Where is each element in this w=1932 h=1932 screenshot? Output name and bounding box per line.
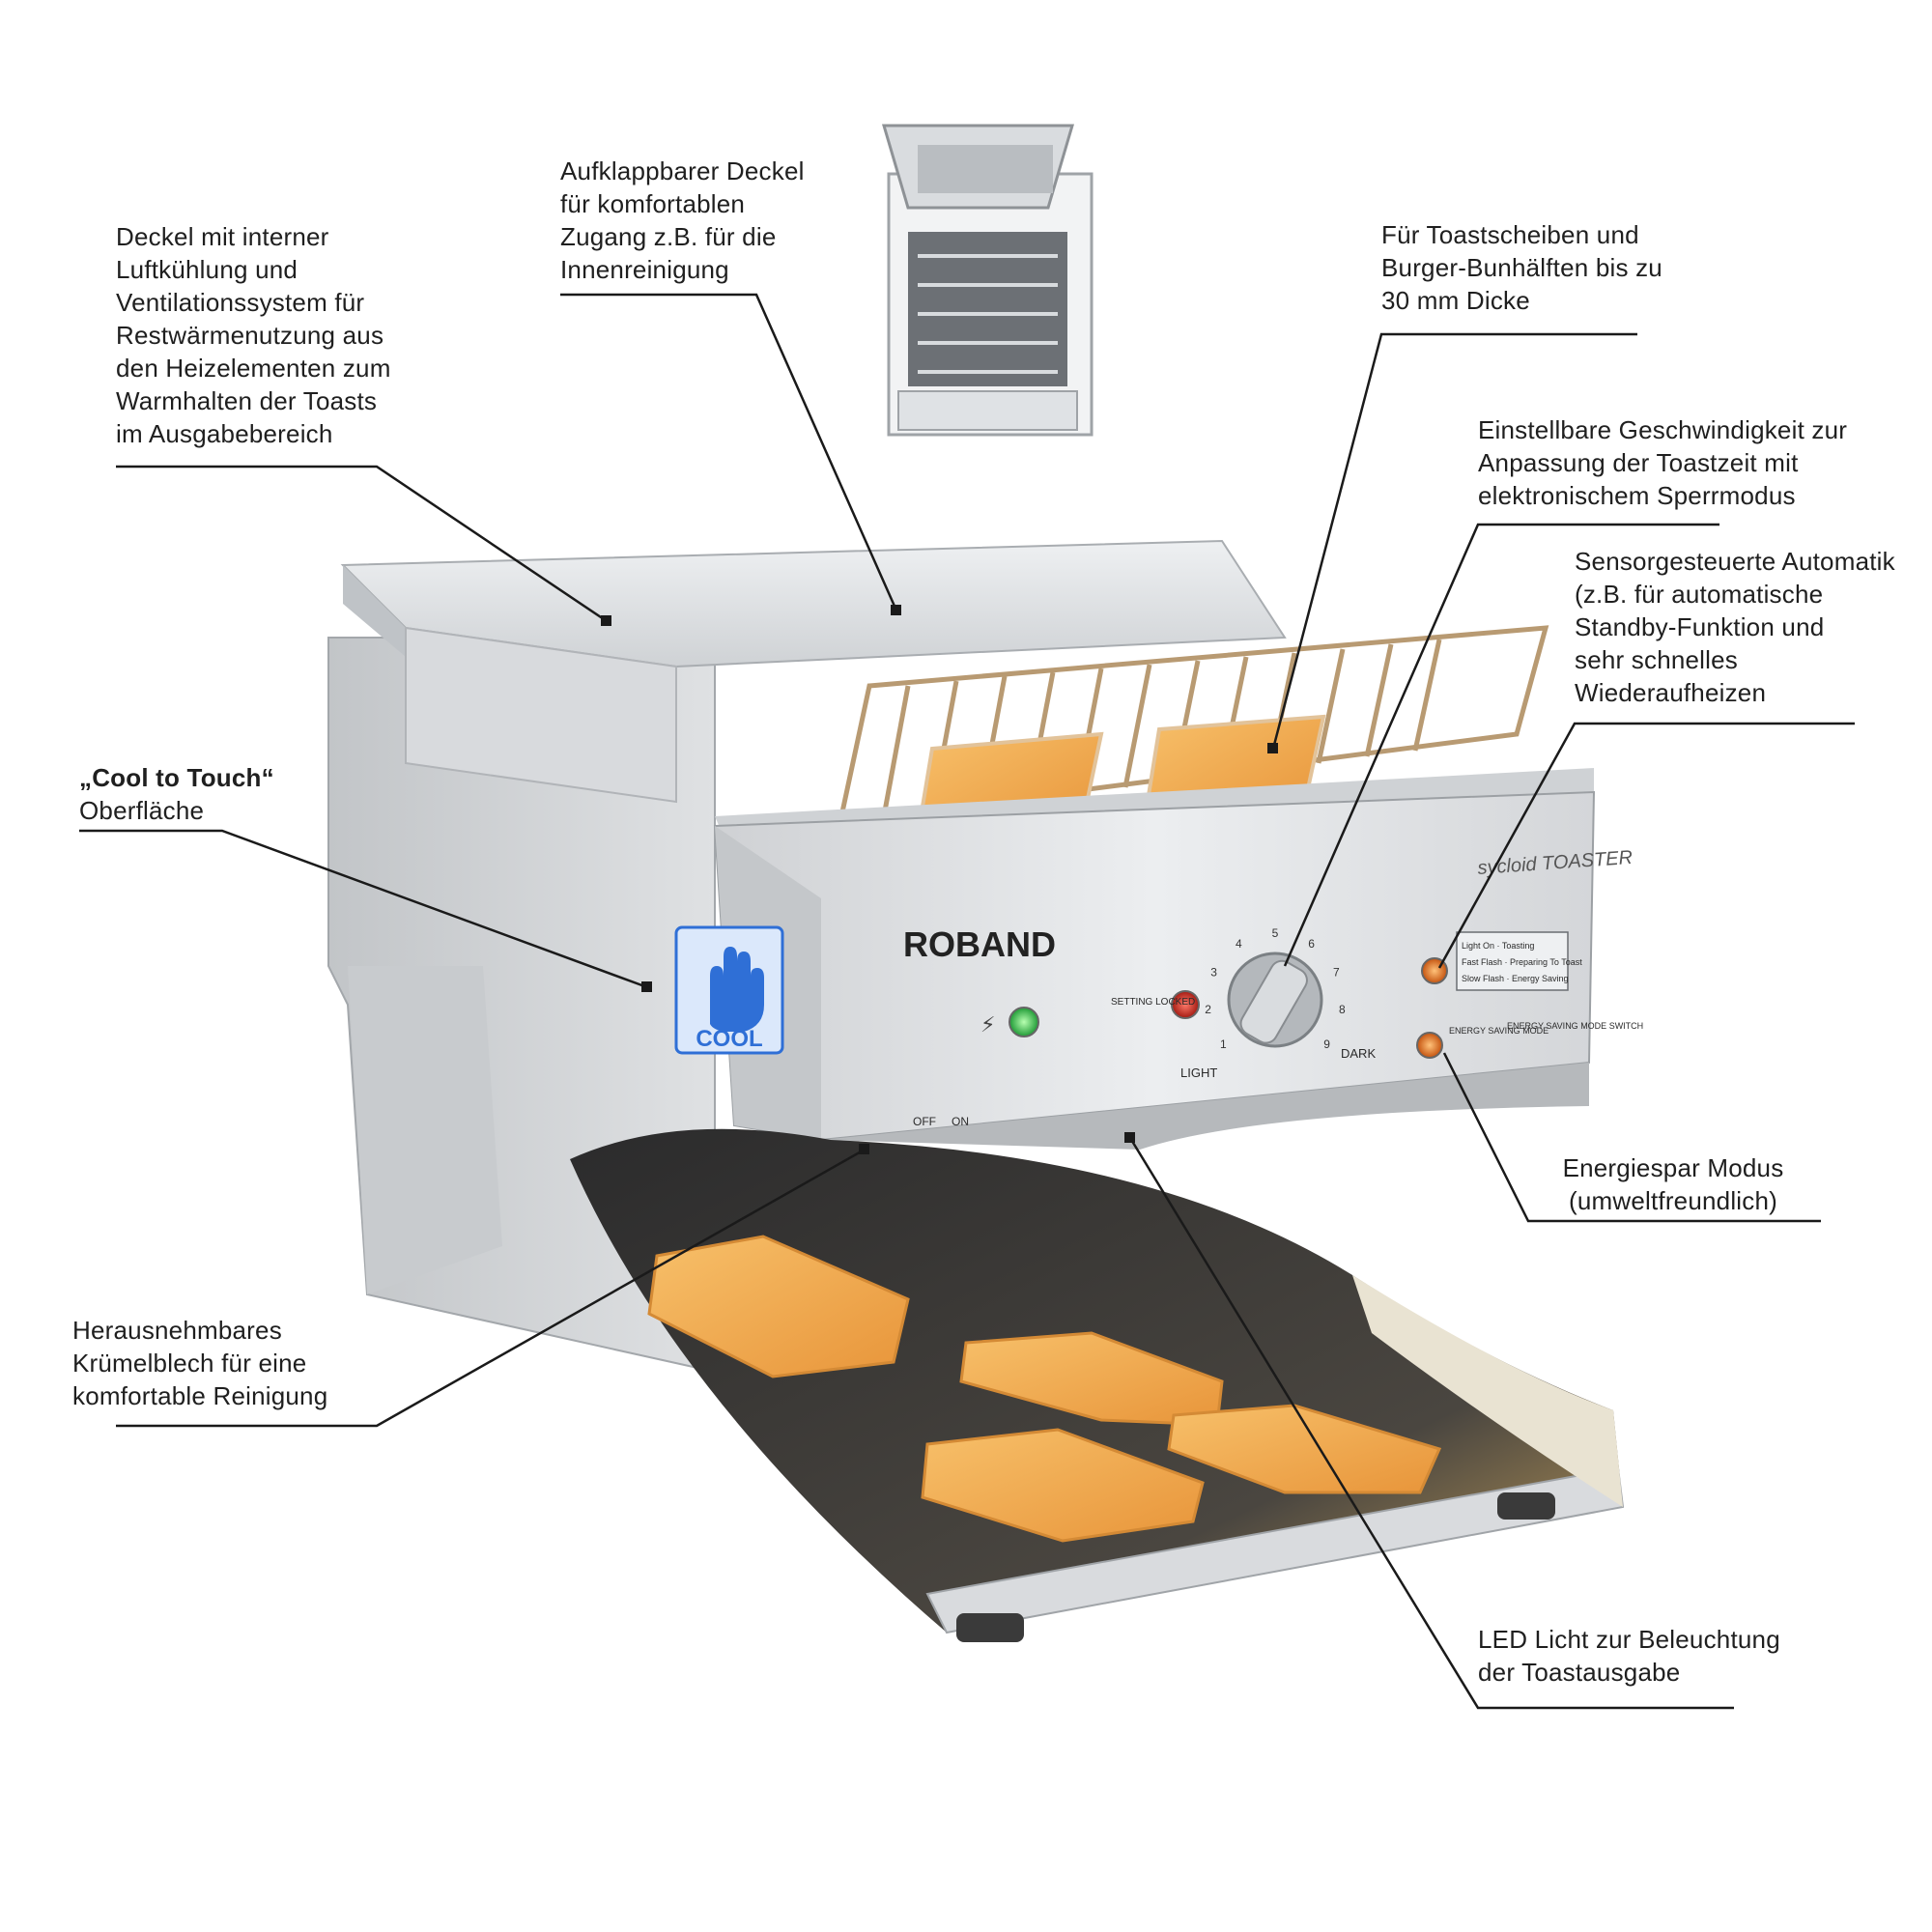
setting-locked-label: SETTING LOCKED	[1111, 997, 1195, 1008]
light-label: LIGHT	[1180, 1065, 1217, 1080]
svg-text:COOL: COOL	[696, 1026, 762, 1052]
on-label: ON	[952, 1115, 969, 1128]
setting-locked-led	[1171, 990, 1200, 1019]
callout-speed: Einstellbare Geschwindigkeit zur Anpassu…	[1478, 415, 1848, 510]
dial-number: 9	[1323, 1037, 1330, 1051]
cool-subtitle: Oberfläche	[79, 796, 205, 825]
callout-folding-lid: Aufklappbarer Deckel für komfortablen Zu…	[560, 156, 805, 284]
power-icon: ⚡	[980, 1012, 995, 1037]
hand-icon	[710, 947, 764, 1032]
power-led	[1009, 1007, 1039, 1037]
toaster-body: COOL ROBAND sycloid TOASTER ⚡ SETTING LO…	[327, 539, 1643, 1642]
callout-leaders	[79, 293, 1855, 1710]
toast-slice	[647, 1235, 910, 1378]
callout-sensor: Sensorgesteuerte Automatik (z.B. für aut…	[1575, 547, 1895, 707]
callout-cool-to-touch: „Cool to Touch“ Oberfläche	[79, 761, 274, 827]
dial-number: 7	[1333, 965, 1340, 979]
dial-number: 8	[1339, 1003, 1346, 1016]
callout-energy: Energiespar Modus (umweltfreundlich)	[1562, 1153, 1784, 1215]
energy-saving-switch-label: ENERGY SAVING MODE SWITCH	[1507, 1021, 1643, 1031]
dial-number: 2	[1205, 1003, 1211, 1016]
foot	[956, 1613, 1024, 1642]
dial-number: 1	[1220, 1037, 1227, 1051]
cool-badge: COOL	[674, 925, 784, 1055]
energy-saving-led	[1416, 1032, 1443, 1059]
off-label: OFF	[913, 1115, 936, 1128]
dial-number: 5	[1272, 926, 1279, 940]
energy-saving-label: ENERGY SAVING MODE	[1449, 1026, 1548, 1036]
brand-logo: ROBAND	[903, 924, 1056, 964]
dial-number: 3	[1210, 965, 1217, 979]
legend-row-3: Slow Flash · Energy Saving	[1462, 974, 1569, 983]
toast-slice	[921, 1428, 1205, 1543]
dial-number: 4	[1236, 937, 1242, 951]
open-lid-inset	[881, 124, 1094, 437]
legend-row-2: Fast Flash · Preparing To Toast	[1462, 957, 1582, 967]
cool-title: „Cool to Touch“	[79, 763, 274, 792]
legend-row-1: Light On · Toasting	[1462, 941, 1534, 951]
speed-dial[interactable]	[1227, 952, 1323, 1048]
dial-number: 6	[1308, 937, 1315, 951]
status-legend	[1456, 931, 1569, 991]
callout-crumb-tray: Herausnehmbares Krümelblech für eine kom…	[72, 1316, 328, 1410]
callout-lid-cooling: Deckel mit interner Luftkühlung und Vent…	[116, 222, 391, 448]
callout-thickness: Für Toastscheiben und Burger-Bunhälften …	[1381, 220, 1662, 315]
callout-dots	[601, 605, 1278, 1154]
foot	[1497, 1492, 1555, 1520]
dark-label: DARK	[1341, 1046, 1376, 1061]
callout-led: LED Licht zur Beleuchtung der Toastausga…	[1478, 1625, 1780, 1687]
